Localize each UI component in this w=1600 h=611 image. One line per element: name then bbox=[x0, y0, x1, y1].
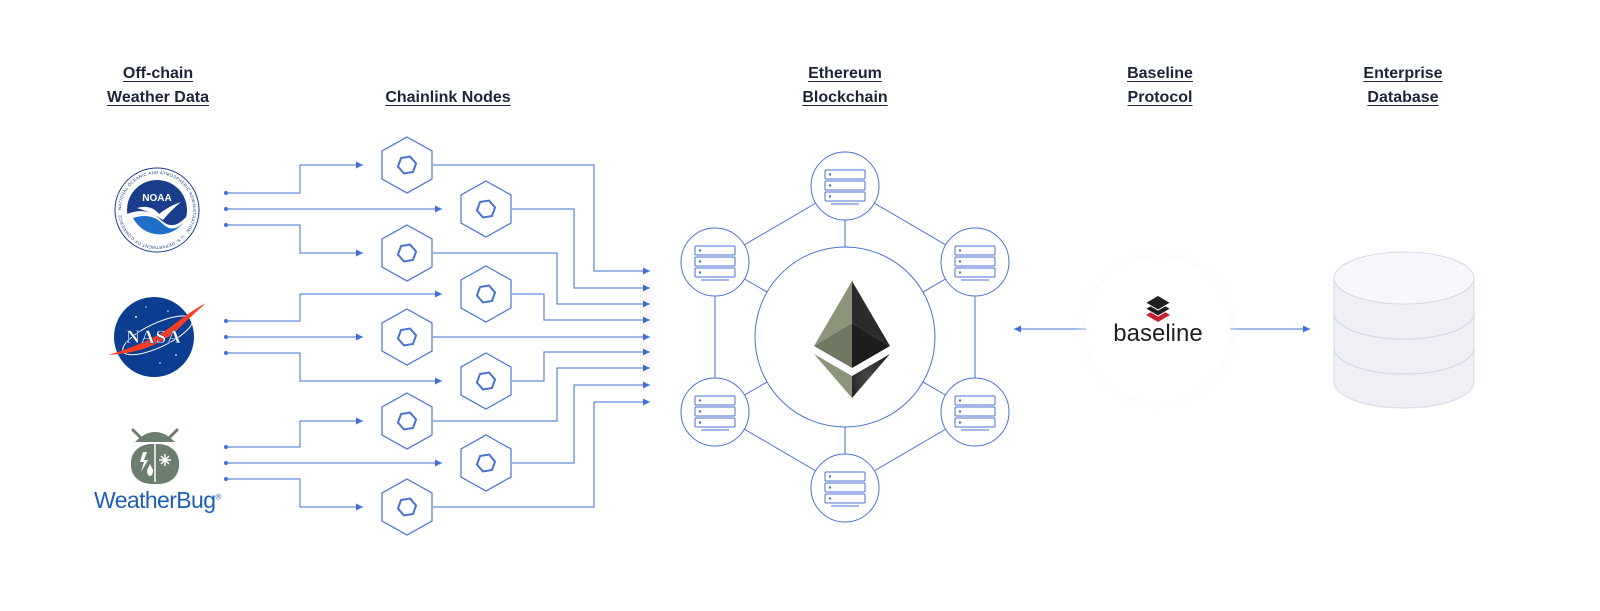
server-rack-icon bbox=[810, 151, 880, 221]
nasa-logo: NASA bbox=[108, 297, 206, 377]
chainlink-hexagon-icon bbox=[381, 136, 433, 194]
server-rack-icon bbox=[940, 227, 1010, 297]
chainlink-hexagon-icon bbox=[381, 308, 433, 366]
ethereum-network bbox=[680, 151, 1010, 523]
chainlink-hexagon-icon bbox=[460, 180, 512, 238]
column-title-chainlink-nodes: Chainlink Nodes bbox=[385, 89, 511, 106]
weatherbug-wordmark: WeatherBug® bbox=[94, 487, 221, 513]
weatherbug-logo bbox=[131, 428, 179, 484]
noaa-logo: NOAA NATIONAL OCEANIC AND ATMOSPHERIC AD… bbox=[114, 167, 200, 253]
source-connector-dots bbox=[224, 191, 228, 481]
chainlink-nodes bbox=[381, 136, 512, 536]
server-rack-icon bbox=[680, 377, 750, 447]
server-rack-icon bbox=[940, 377, 1010, 447]
database-cylinder-icon bbox=[1333, 251, 1475, 409]
connector-lines bbox=[226, 161, 650, 511]
nasa-logo-label: NASA bbox=[126, 327, 182, 348]
column-title-ethereum-blockchain: Ethereum Blockchain bbox=[802, 65, 888, 106]
chainlink-hexagon-icon bbox=[381, 392, 433, 450]
chainlink-hexagon-icon bbox=[381, 224, 433, 282]
server-rack-icon bbox=[680, 227, 750, 297]
chainlink-hexagon-icon bbox=[460, 265, 512, 323]
noaa-logo-label: NOAA bbox=[142, 193, 171, 204]
baseline-logo bbox=[1145, 296, 1171, 322]
chainlink-hexagon-icon bbox=[460, 352, 512, 410]
column-title-enterprise-database: Enterprise Database bbox=[1363, 65, 1443, 106]
chainlink-hexagon-icon bbox=[460, 434, 512, 492]
column-title-offchain-weather-data: Off-chain Weather Data bbox=[107, 65, 209, 106]
ethereum-logo bbox=[814, 281, 890, 398]
baseline-wordmark: baseline bbox=[1113, 320, 1203, 347]
baseline-circle bbox=[1086, 257, 1230, 401]
chainlink-hexagon-icon bbox=[381, 478, 433, 536]
server-rack-icon bbox=[810, 453, 880, 523]
column-title-baseline-protocol: Baseline Protocol bbox=[1127, 65, 1193, 106]
